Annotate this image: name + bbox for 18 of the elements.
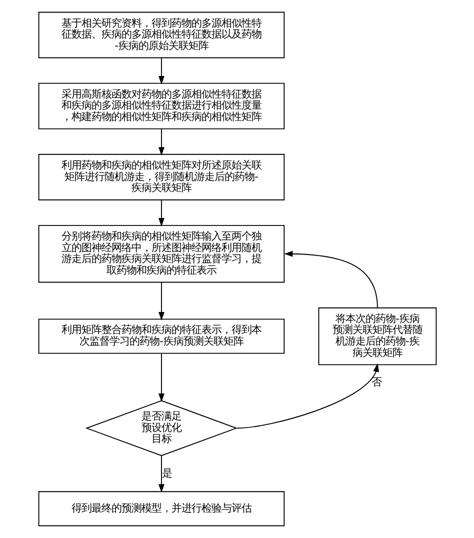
edge-label: 是 [162, 467, 172, 480]
node-box: 基于相关研究资料，得到药物的多源相似性特征数据、疾病的多源相似性特征数据以及药物-疾病的原始关联矩阵 [38, 12, 284, 58]
node-box: 将本次的药物-疾病预测关联矩阵代替随机游走后的药物-疾病关联矩阵 [318, 307, 436, 366]
arrow [158, 57, 164, 85]
node-box: 利用药物和疾病的相似性矩阵对所述原始关联矩阵进行随机游走，得到随机游走后的药物-疾病关联矩阵 [38, 154, 284, 200]
node-box: 得到最终的预测模型，并进行检验与评估 [38, 491, 284, 526]
arrow [284, 250, 378, 308]
arrow [158, 353, 164, 402]
edge-label: 否 [371, 376, 382, 388]
node-box: 分别将药物和疾病的相似性矩阵输入至两个独立的图神经网络中，所述图神经网络利用随机游走后的药物疾病关联矩阵进行监督学习，提取药物和疾病的特征表示 [38, 224, 284, 283]
arrow [158, 128, 164, 156]
arrow [158, 200, 164, 227]
arrow [158, 282, 164, 320]
arrow [236, 363, 379, 429]
node-box: 采用高斯核函数对药物的多源相似性特征数据和疾病的多源相似性特征数据进行相似性度量，构建药物的相似性矩阵和疾病的相似性矩阵 [38, 82, 284, 130]
arrow [158, 455, 164, 493]
node-diamond: 是否满足预设优化目标 [84, 400, 238, 456]
node-box: 利用矩阵整合药物和疾病的特征表示，得到本次监督学习的药物-疾病预测关联矩阵 [38, 318, 284, 354]
